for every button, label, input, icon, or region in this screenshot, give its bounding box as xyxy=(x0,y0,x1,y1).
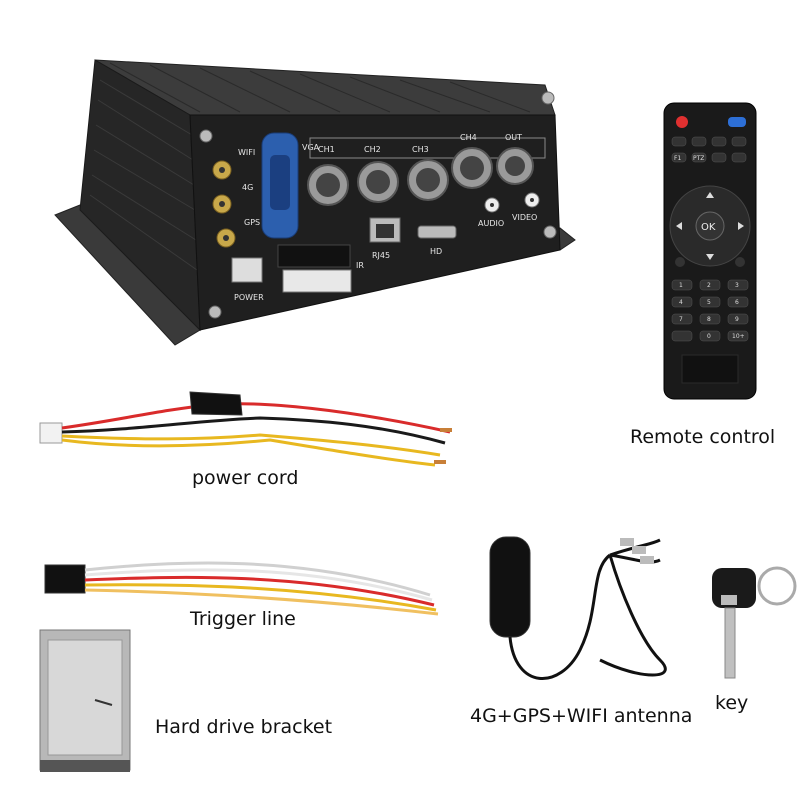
video-label: VIDEO xyxy=(512,213,537,222)
remote-key-6: 6 xyxy=(735,299,739,306)
hard-drive-bracket-caption: Hard drive bracket xyxy=(155,716,333,738)
hdmi-port xyxy=(417,225,457,239)
vga-label: VGA xyxy=(302,143,320,152)
hd-label: HD xyxy=(430,247,442,256)
key-caption: key xyxy=(715,692,749,714)
ch1-label: CH1 xyxy=(318,145,335,154)
remote-ptz-label: PTZ xyxy=(693,155,704,162)
remote-key-4: 4 xyxy=(679,299,683,306)
power-connector xyxy=(231,257,263,283)
remote-key-8: 8 xyxy=(707,316,711,323)
4g-port-label: 4G xyxy=(242,183,253,192)
power-label: POWER xyxy=(234,293,264,302)
ch3-label: CH3 xyxy=(412,145,429,154)
remote-number-keys xyxy=(671,279,749,342)
remote-info-button xyxy=(728,117,746,127)
channel-labels: CH1 CH2 CH3 CH4 OUT xyxy=(309,133,546,159)
wifi-port-label: WIFI xyxy=(238,148,255,157)
remote-key-10plus: 10+ xyxy=(732,333,745,340)
remote-key-5: 5 xyxy=(707,299,711,306)
remote-key-2: 2 xyxy=(707,282,711,289)
ch2-label: CH2 xyxy=(364,145,381,154)
remote-key-1: 1 xyxy=(679,282,683,289)
remote-ok-label: OK xyxy=(701,222,716,233)
power-cord-caption: power cord xyxy=(192,467,299,489)
aviation-connectors xyxy=(307,147,534,206)
remote-ir-window xyxy=(681,354,739,384)
ir-label: IR xyxy=(356,261,364,270)
remote-control-caption: Remote control xyxy=(630,426,776,448)
remote-key-9: 9 xyxy=(735,316,739,323)
remote-key-3: 3 xyxy=(735,282,739,289)
audio-label: AUDIO xyxy=(478,219,504,228)
remote-key-7: 7 xyxy=(679,316,683,323)
power-cord-connector xyxy=(39,422,63,444)
out-label: OUT xyxy=(505,133,522,142)
gps-port-label: GPS xyxy=(244,218,260,227)
remote-key-0: 0 xyxy=(707,333,711,340)
rj45-label: RJ45 xyxy=(372,251,390,260)
fuse-holder xyxy=(189,391,243,416)
antenna-caption: 4G+GPS+WIFI antenna xyxy=(470,705,693,727)
ch4-label: CH4 xyxy=(460,133,477,142)
remote-f1-label: F1 xyxy=(674,155,681,162)
trigger-line-caption: Trigger line xyxy=(190,608,296,630)
antenna-ports xyxy=(212,160,236,248)
remote-power-button xyxy=(676,116,688,128)
